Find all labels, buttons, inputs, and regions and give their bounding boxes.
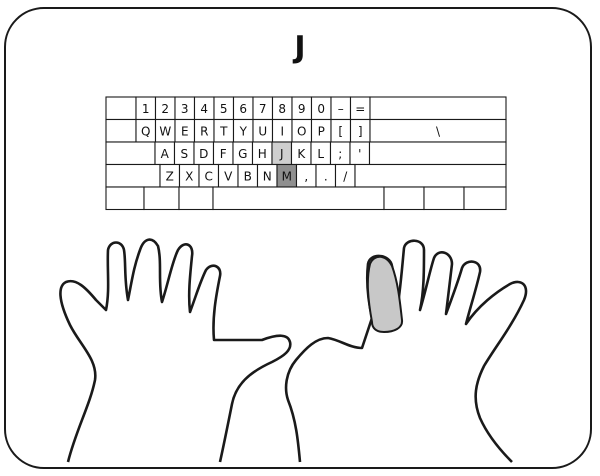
left-hand bbox=[60, 240, 290, 462]
right-hand bbox=[286, 241, 526, 462]
highlighted-finger-right-index bbox=[368, 257, 402, 332]
